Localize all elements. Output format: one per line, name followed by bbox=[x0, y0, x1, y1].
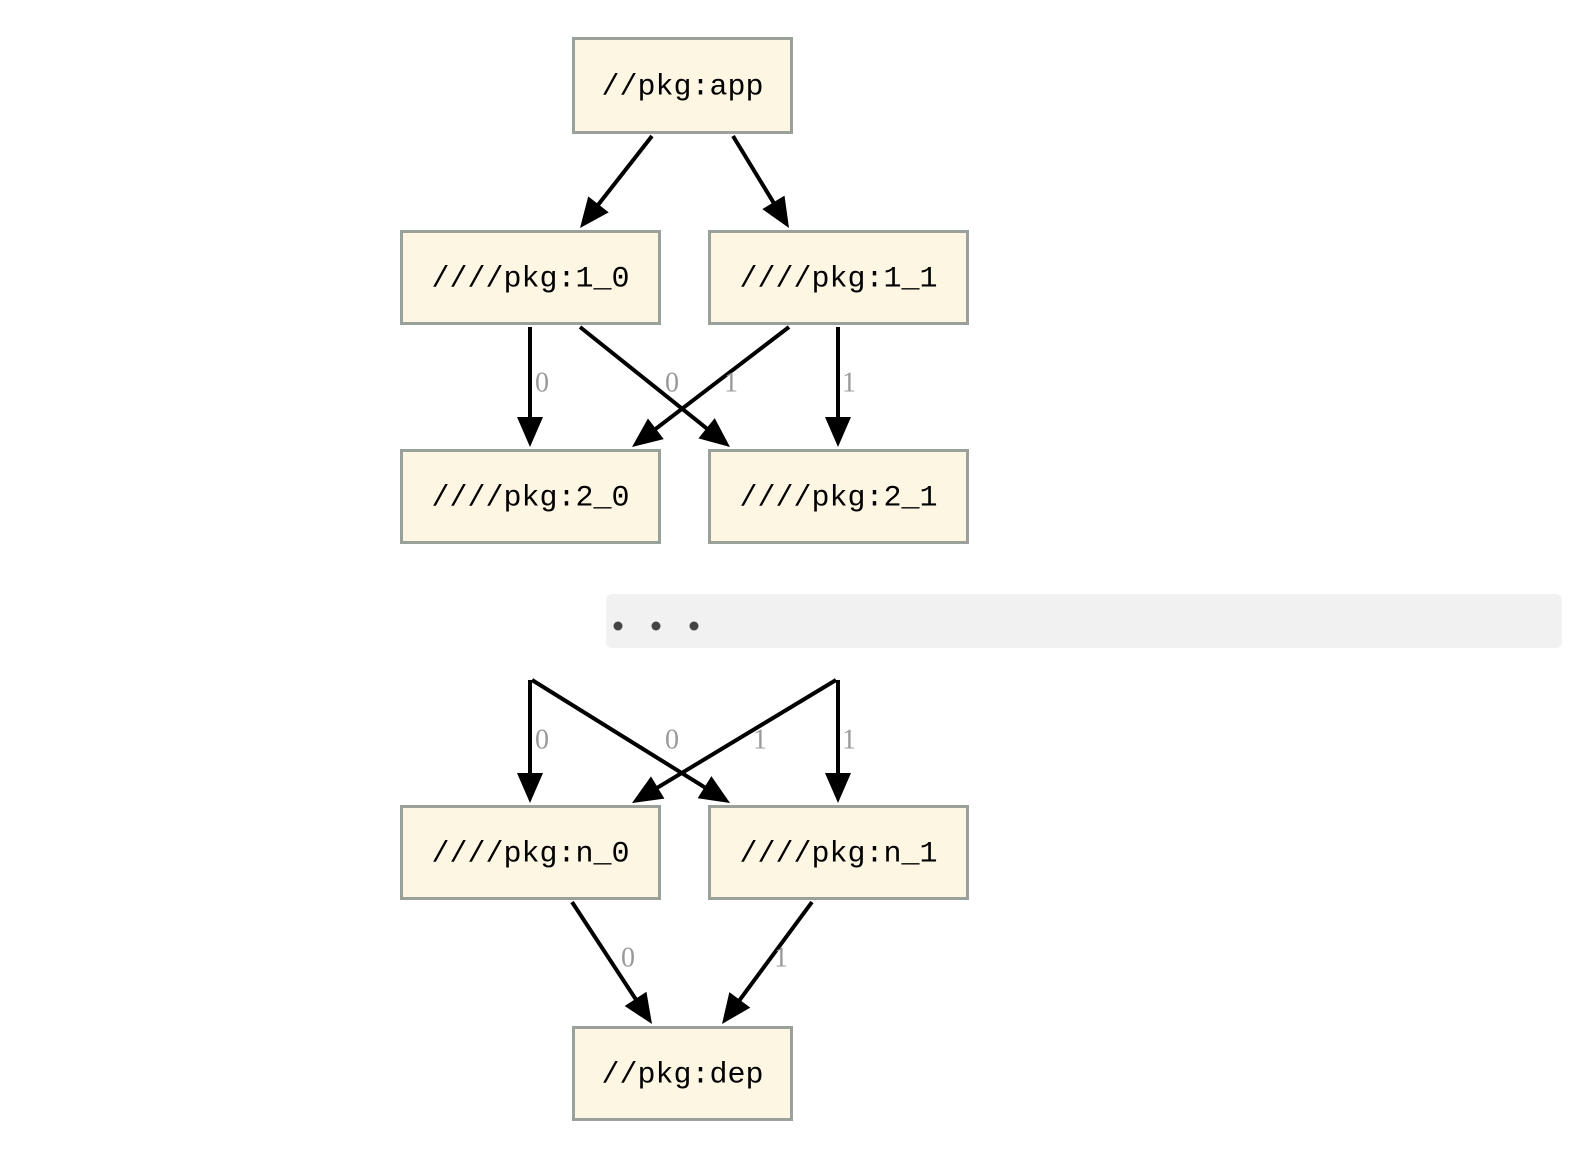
node-box[interactable] bbox=[572, 37, 793, 134]
node-label: //pkg:dep bbox=[601, 1058, 763, 1092]
node-box[interactable] bbox=[708, 805, 969, 900]
edge-label: 1 bbox=[724, 367, 738, 398]
graph-edge bbox=[594, 134, 654, 209]
nodes-layer: //pkg:app ////pkg:1_0 ////pkg:1_1 ////pkg:2… bbox=[400, 37, 969, 1121]
node-box[interactable] bbox=[400, 805, 661, 900]
graph-node-nn_1[interactable]: ////pkg:n_1 bbox=[708, 805, 969, 900]
node-box[interactable] bbox=[400, 449, 661, 544]
graph-edge-arrowhead bbox=[580, 196, 609, 228]
node-box[interactable] bbox=[400, 230, 661, 325]
graph-edge-arrowhead bbox=[517, 417, 543, 447]
graph-edge-arrowhead bbox=[632, 776, 665, 803]
edge-label: 1 bbox=[753, 724, 767, 755]
graph-edge-arrowhead bbox=[517, 773, 543, 803]
edge-labels-layer: 0 0 1 1 0 0 1 1 0 1 bbox=[535, 367, 856, 973]
graph-edge bbox=[651, 325, 791, 433]
graph-edge bbox=[530, 678, 709, 791]
graph-edge bbox=[578, 325, 711, 433]
node-label: ////pkg:1_1 bbox=[739, 262, 937, 296]
elision-dot bbox=[613, 621, 623, 631]
graph-edge bbox=[735, 900, 814, 1005]
graph-edge bbox=[570, 900, 640, 1004]
node-box[interactable] bbox=[708, 449, 969, 544]
node-label: //pkg:app bbox=[601, 70, 763, 104]
graph-node-n2_1[interactable]: ////pkg:2_1 bbox=[708, 449, 969, 544]
edge-label: 0 bbox=[665, 724, 679, 755]
graph-edge bbox=[731, 134, 778, 207]
node-label: ////pkg:n_1 bbox=[739, 837, 937, 871]
edge-label: 1 bbox=[842, 367, 856, 398]
node-label: ////pkg:2_0 bbox=[431, 481, 629, 515]
graph-node-n1_0[interactable]: ////pkg:1_0 bbox=[400, 230, 661, 325]
edge-label: 0 bbox=[535, 367, 549, 398]
graph-edge-arrowhead bbox=[632, 418, 664, 447]
edge-label: 0 bbox=[535, 724, 549, 755]
graph-edge-arrowhead bbox=[697, 776, 730, 803]
graph-edge-arrowhead bbox=[698, 418, 730, 447]
edge-label: 0 bbox=[621, 942, 635, 973]
graph-edge bbox=[653, 678, 838, 792]
graph-edge-arrowhead bbox=[762, 195, 789, 228]
edge-label: 1 bbox=[774, 942, 788, 973]
graph-edge-arrowhead bbox=[825, 773, 851, 803]
edge-label: 0 bbox=[665, 367, 679, 398]
node-box[interactable] bbox=[708, 230, 969, 325]
graph-node-app[interactable]: //pkg:app bbox=[572, 37, 793, 134]
edge-label: 1 bbox=[842, 724, 856, 755]
graph-edge-arrowhead bbox=[825, 417, 851, 447]
graph-node-n2_0[interactable]: ////pkg:2_0 bbox=[400, 449, 661, 544]
elision-band bbox=[606, 594, 1562, 648]
node-label: ////pkg:n_0 bbox=[431, 837, 629, 871]
graph-edge-arrowhead bbox=[722, 992, 751, 1024]
graph-node-nn_0[interactable]: ////pkg:n_0 bbox=[400, 805, 661, 900]
elision-dot bbox=[651, 621, 661, 631]
graph-edge-arrowhead bbox=[624, 991, 652, 1024]
node-label: ////pkg:2_1 bbox=[739, 481, 937, 515]
node-box[interactable] bbox=[572, 1026, 793, 1121]
graph-node-dep[interactable]: //pkg:dep bbox=[572, 1026, 793, 1121]
elision-dot bbox=[689, 621, 699, 631]
elision-band-layer bbox=[606, 594, 1562, 648]
node-label: ////pkg:1_0 bbox=[431, 262, 629, 296]
graph-node-n1_1[interactable]: ////pkg:1_1 bbox=[708, 230, 969, 325]
edges-layer bbox=[517, 134, 851, 1024]
